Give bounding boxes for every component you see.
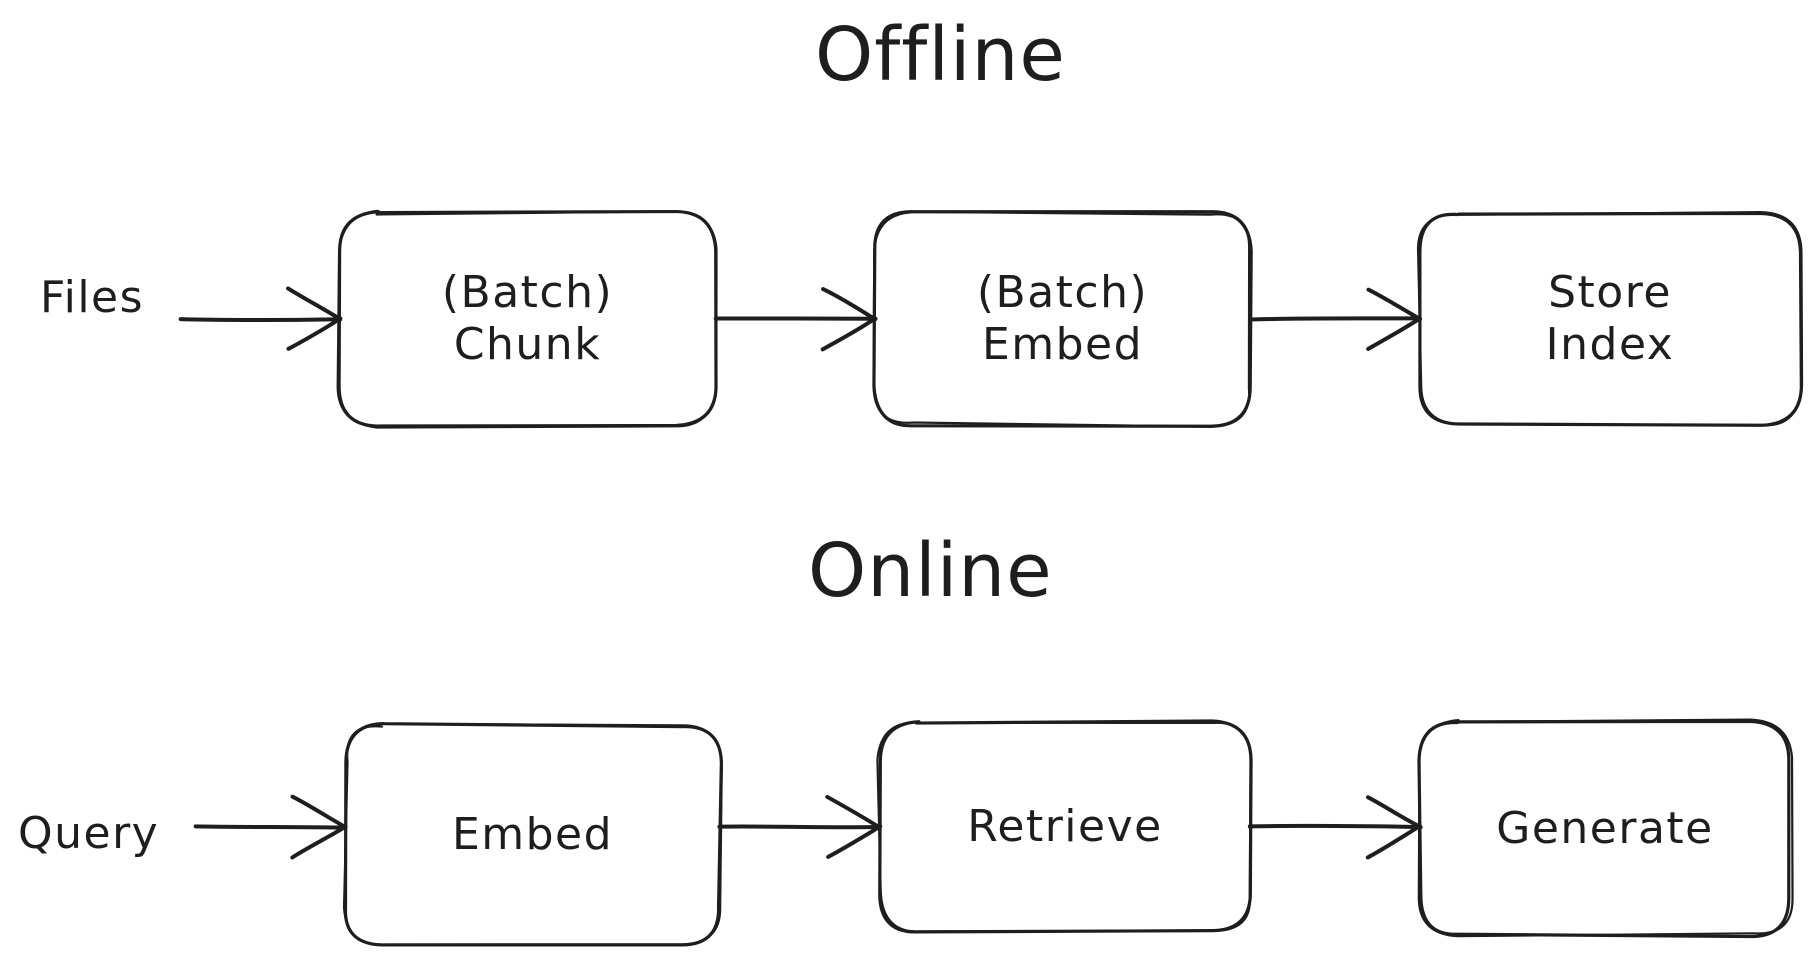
arrow-retrieve-to-generate — [1247, 795, 1423, 860]
node-shape-embed[interactable] — [342, 721, 723, 947]
arrow-query-to-embed — [193, 794, 348, 860]
node-shape-batch-chunk[interactable] — [336, 209, 718, 429]
arrow-files-to-chunk — [178, 286, 343, 351]
node-shape-retrieve[interactable] — [876, 719, 1253, 934]
node-shape-store-index[interactable] — [1416, 211, 1804, 427]
arrow-embed-to-retrieve — [717, 794, 883, 859]
node-shape-generate[interactable] — [1417, 718, 1794, 939]
node-shape-batch-embed[interactable] — [872, 210, 1253, 428]
arrow-embed-to-store — [1248, 287, 1423, 351]
arrow-chunk-to-embed — [713, 287, 878, 352]
